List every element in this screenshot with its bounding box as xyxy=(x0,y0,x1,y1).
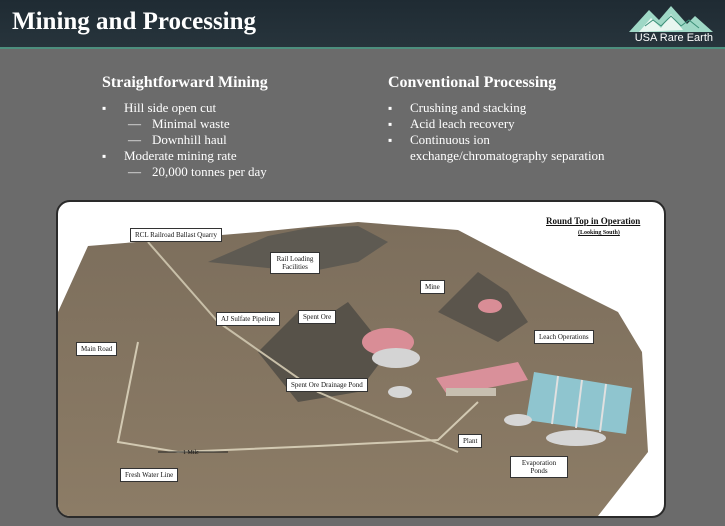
terrain-map xyxy=(58,222,648,516)
processing-heading: Conventional Processing xyxy=(388,74,557,91)
label-mine: Mine xyxy=(420,280,445,294)
mining-item: Downhill haul xyxy=(102,132,268,148)
processing-item: exchange/chromatography separation xyxy=(410,148,605,163)
processing-list: Crushing and stackingAcid leach recovery… xyxy=(388,100,605,164)
mining-item: Moderate mining rate xyxy=(102,148,268,164)
label-main-road: Main Road xyxy=(76,342,118,356)
map-title: Round Top in Operation xyxy=(546,216,641,226)
label-leach: Leach Operations xyxy=(534,330,594,344)
label-spent-ore: Spent Ore xyxy=(298,310,337,324)
label-fresh-water: Fresh Water Line xyxy=(120,468,179,482)
processing-item: Crushing and stacking xyxy=(388,100,605,116)
scale-label: 1 Mile xyxy=(183,450,199,456)
mining-column: Straightforward Mining Hill side open cu… xyxy=(102,74,268,180)
header: Mining and Processing USA Rare Earth xyxy=(0,0,725,49)
map-subtitle: (Looking South) xyxy=(578,230,620,236)
label-quarry: RCL Railroad Ballast Quarry xyxy=(130,228,222,242)
mining-heading: Straightforward Mining xyxy=(102,74,268,91)
mining-item: Minimal waste xyxy=(102,116,268,132)
label-pipeline: AJ Sulfate Pipeline xyxy=(216,312,281,326)
logo-text: USA Rare Earth xyxy=(634,32,713,44)
label-plant: Plant xyxy=(458,434,483,448)
label-evaporation: Evaporation Ponds xyxy=(510,456,568,478)
mining-item: Hill side open cut xyxy=(102,100,268,116)
page-title: Mining and Processing xyxy=(12,8,257,35)
label-drainage: Spent Ore Drainage Pond xyxy=(286,378,368,392)
processing-column: Conventional Processing Crushing and sta… xyxy=(388,74,605,164)
map-frame: Round Top in Operation (Looking South) 1… xyxy=(56,200,666,518)
mining-item: 20,000 tonnes per day xyxy=(102,164,268,180)
label-rail: Rail Loading Facilities xyxy=(270,252,320,274)
mountain-logo-icon xyxy=(629,6,713,32)
processing-item: Acid leach recovery xyxy=(388,116,605,132)
processing-item: Continuous ion xyxy=(388,132,605,148)
mining-list: Hill side open cutMinimal wasteDownhill … xyxy=(102,100,268,180)
